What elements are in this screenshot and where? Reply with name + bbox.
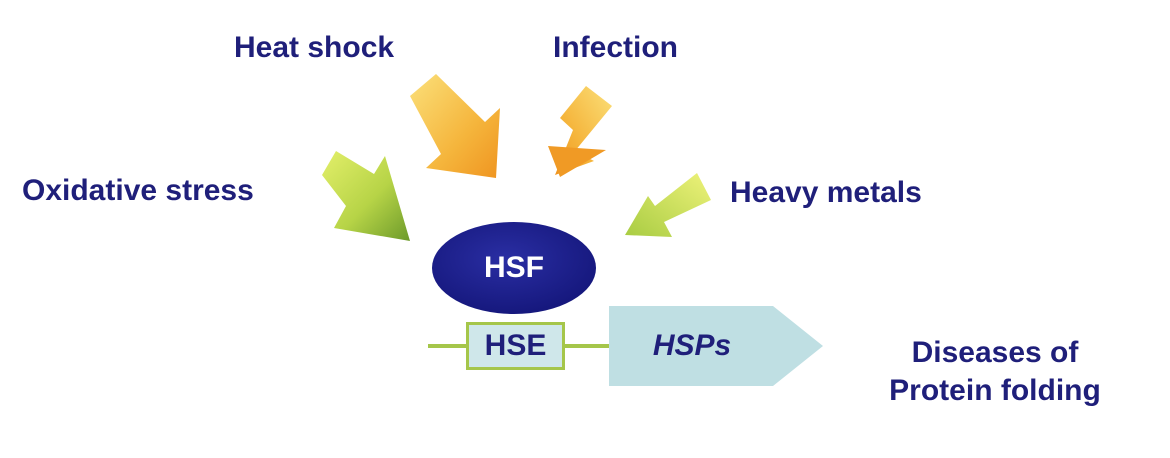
disease-line-1: Diseases of (911, 336, 1079, 369)
heat-shock-arrow (410, 74, 500, 178)
heavy-metals-arrow (625, 173, 711, 237)
heat-shock-label: Heat shock (234, 31, 395, 64)
hsps-arrow (609, 306, 823, 386)
hse-box: HSE (466, 322, 565, 370)
disease-line-2: Protein folding (889, 374, 1101, 407)
hsf-label: HSF (484, 251, 544, 284)
oxidative-stress-arrow (322, 151, 410, 241)
heavy-metals-label: Heavy metals (730, 176, 922, 209)
oxidative-stress-label: Oxidative stress (22, 174, 254, 207)
disease-outcome: Diseases of Protein folding (840, 334, 1150, 410)
infection-label: Infection (553, 31, 678, 64)
hsf-ellipse (432, 222, 596, 314)
hse-label: HSE (484, 329, 547, 362)
hsps-label: HSPs (652, 329, 732, 362)
infection-arrow-head (548, 146, 606, 177)
